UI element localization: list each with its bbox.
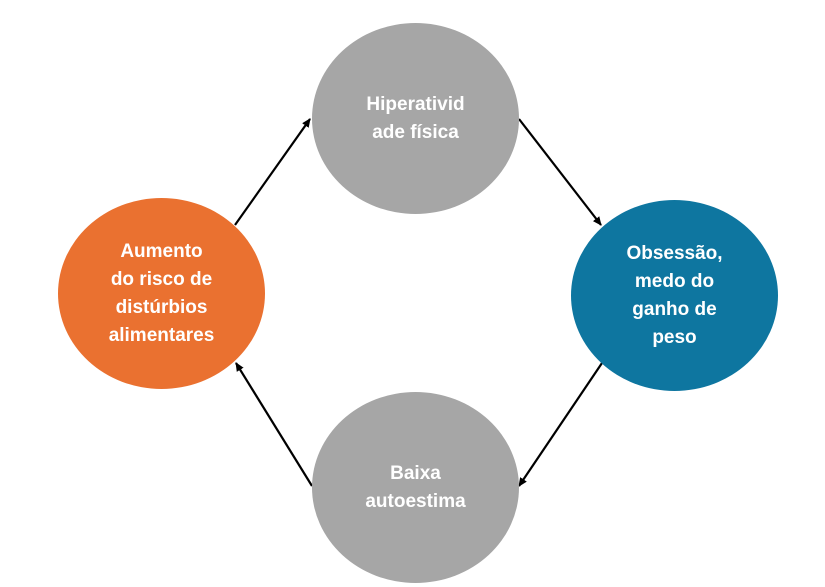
node-hiperatividade-fisica: Hiperativid ade física <box>312 23 519 214</box>
arrow-top-to-right <box>518 118 602 226</box>
node-label-left: Aumento do risco de distúrbios alimentar… <box>108 240 215 346</box>
arrow-bottom-to-left <box>235 362 313 487</box>
arrow-left-to-top <box>234 118 311 226</box>
node-label-bottom: Baixa autoestima <box>365 462 466 512</box>
node-label-right: Obsessão, medo do ganho de peso <box>626 242 723 348</box>
node-obsessao-medo-ganho-peso: Obsessão, medo do ganho de peso <box>571 200 778 391</box>
node-label-top: Hiperativid ade física <box>366 93 465 143</box>
node-aumento-risco-disturbios: Aumento do risco de distúrbios alimentar… <box>58 198 265 389</box>
arrow-right-to-bottom <box>518 362 603 487</box>
node-baixa-autoestima: Baixa autoestima <box>312 392 519 583</box>
